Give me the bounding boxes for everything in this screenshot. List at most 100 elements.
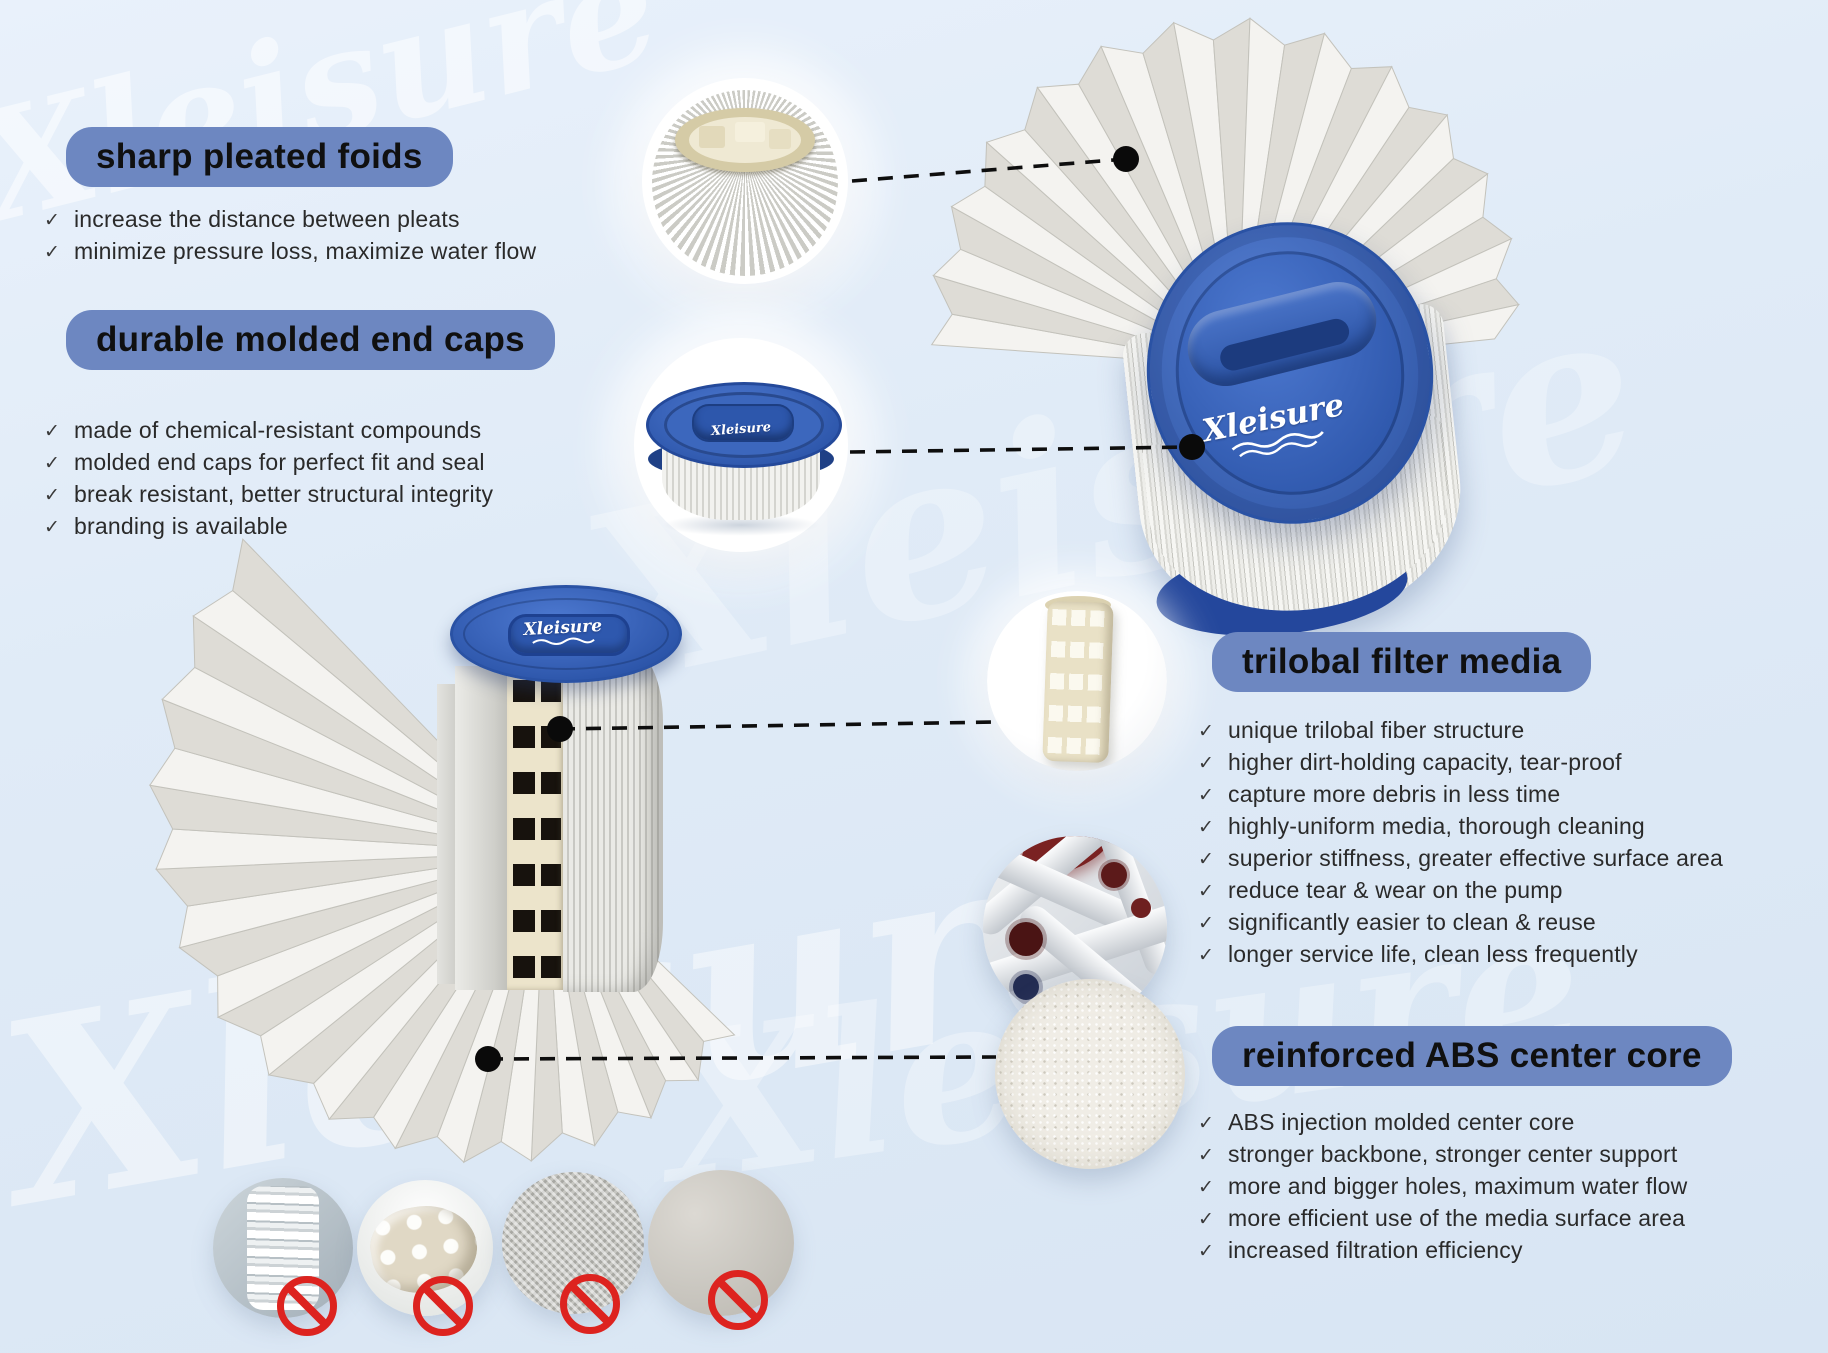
pleat-top-view-photo xyxy=(642,78,848,284)
list-item: ✓ more efficient use of the media surface… xyxy=(1198,1202,1732,1234)
bullet-text: longer service life, clean less frequent… xyxy=(1228,940,1638,967)
list-item: ✓ capture more debris in less time xyxy=(1198,778,1723,810)
list-item: ✓ made of chemical-resistant compounds xyxy=(44,414,555,446)
bullet-text: increase the distance between pleats xyxy=(74,205,460,232)
section-title: sharp pleated foids xyxy=(66,127,453,187)
list-item: ✓ higher dirt-holding capacity, tear-proo… xyxy=(1198,746,1723,778)
trilobal-core-photo xyxy=(987,591,1167,771)
list-item: ✓ increase the distance between pleats xyxy=(44,203,536,235)
bullet-text: break resistant, better structural integ… xyxy=(74,480,494,507)
check-icon: ✓ xyxy=(1198,1144,1214,1166)
logo-wave-icon xyxy=(1231,431,1324,458)
bullet-text: unique trilobal fiber structure xyxy=(1228,716,1525,743)
brand-logo: Xleisure xyxy=(1196,386,1354,468)
list-item: ✓ ABS injection molded center core xyxy=(1198,1106,1732,1138)
bullet-text: capture more debris in less time xyxy=(1228,780,1561,807)
prohibited-icon xyxy=(413,1276,473,1336)
cutaway-cartridge-body xyxy=(437,642,663,992)
feature-list: ✓ ABS injection molded center core ✓ stron… xyxy=(1198,1106,1732,1266)
check-icon: ✓ xyxy=(44,420,60,442)
feature-list: ✓ unique trilobal fiber structure ✓ higher… xyxy=(1198,714,1723,970)
check-icon: ✓ xyxy=(1198,944,1214,966)
check-icon: ✓ xyxy=(44,516,60,538)
bullet-text: increased filtration efficiency xyxy=(1228,1236,1523,1263)
list-item: ✓ minimize pressure loss, maximize water … xyxy=(44,235,536,267)
feature-list: ✓ increase the distance between pleats ✓ m… xyxy=(44,203,536,267)
core-opening xyxy=(689,117,801,163)
section-sharp-pleated-folds: sharp pleated foids ✓ increase the distan… xyxy=(44,127,536,267)
check-icon: ✓ xyxy=(1198,784,1214,806)
cap-handle xyxy=(692,404,794,442)
logo-wave-icon xyxy=(532,637,595,646)
bullet-text: more and bigger holes, maximum water flo… xyxy=(1228,1172,1688,1199)
list-item: ✓ molded end caps for perfect fit and sea… xyxy=(44,446,555,478)
bullet-text: minimize pressure loss, maximize water f… xyxy=(74,237,537,264)
microbe-particle xyxy=(1131,898,1151,918)
texture xyxy=(502,1172,644,1314)
check-icon: ✓ xyxy=(1198,1112,1214,1134)
bullet-text: ABS injection molded center core xyxy=(1228,1108,1575,1135)
prohibited-icon xyxy=(277,1276,337,1336)
bullet-text: significantly easier to clean & reuse xyxy=(1228,908,1596,935)
cutaway-cartridge-cap xyxy=(450,585,682,683)
small-cartridge-photo: Xleisure xyxy=(634,338,848,552)
check-icon: ✓ xyxy=(44,241,60,263)
check-icon: ✓ xyxy=(1198,720,1214,742)
list-item: ✓ branding is available xyxy=(44,510,555,542)
bullet-text: more efficient use of the media surface … xyxy=(1228,1204,1686,1231)
list-item: ✓ significantly easier to clean & reuse xyxy=(1198,906,1723,938)
prohibited-icon xyxy=(708,1270,768,1330)
cap-ring xyxy=(463,598,669,670)
competitor-perforated-core-photo xyxy=(357,1180,493,1336)
competitor-woven-fabric-photo xyxy=(502,1172,644,1334)
pleated-media-side xyxy=(563,652,663,992)
list-item: ✓ break resistant, better structural inte… xyxy=(44,478,555,510)
section-title: reinforced ABS center core xyxy=(1212,1026,1732,1086)
check-icon: ✓ xyxy=(1198,1240,1214,1262)
bullet-text: superior stiffness, greater effective su… xyxy=(1228,844,1723,871)
competitor-spiral-core-photo xyxy=(213,1178,353,1336)
section-durable-molded-end-caps: durable molded end caps ✓ made of chemica… xyxy=(44,310,555,542)
competitor-fiber-media-photo xyxy=(648,1170,794,1330)
cap-inner-ring xyxy=(664,392,824,458)
bullet-text: branding is available xyxy=(74,512,288,539)
list-item: ✓ superior stiffness, greater effective s… xyxy=(1198,842,1723,874)
section-title: durable molded end caps xyxy=(66,310,555,370)
feature-list: ✓ made of chemical-resistant compounds ✓ m… xyxy=(44,414,555,542)
list-item: ✓ stronger backbone, stronger center supp… xyxy=(1198,1138,1732,1170)
bullet-text: stronger backbone, stronger center suppo… xyxy=(1228,1140,1678,1167)
check-icon: ✓ xyxy=(1198,912,1214,934)
check-icon: ✓ xyxy=(1198,752,1214,774)
brand-logo: Xleisure xyxy=(505,615,620,651)
section-reinforced-abs-center-core: reinforced ABS center core ✓ ABS injectio… xyxy=(1198,1026,1732,1266)
list-item: ✓ more and bigger holes, maximum water fl… xyxy=(1198,1170,1732,1202)
pleat-cut-block xyxy=(455,666,511,990)
list-item: ✓ unique trilobal fiber structure xyxy=(1198,714,1723,746)
section-trilobal-filter-media: trilobal filter media ✓ unique trilobal f… xyxy=(1198,632,1723,970)
check-icon: ✓ xyxy=(1198,880,1214,902)
shadow xyxy=(662,514,820,536)
perforated-core xyxy=(1042,600,1114,764)
list-item: ✓ increased filtration efficiency xyxy=(1198,1234,1732,1266)
list-item: ✓highly-uniform media, thorough cleaning xyxy=(1198,810,1723,842)
list-item: ✓ reduce tear & wear on the pump xyxy=(1198,874,1723,906)
check-icon: ✓ xyxy=(44,484,60,506)
bullet-text: reduce tear & wear on the pump xyxy=(1228,876,1563,903)
check-icon: ✓ xyxy=(1198,1208,1214,1230)
microbe-particle xyxy=(1101,862,1127,888)
check-icon: ✓ xyxy=(44,452,60,474)
cap-recess xyxy=(508,614,630,656)
check-icon: ✓ xyxy=(1198,816,1214,838)
filter-fabric-photo xyxy=(995,979,1185,1169)
bullet-text: molded end caps for perfect fit and seal xyxy=(74,448,485,475)
microbe-particle xyxy=(1009,922,1043,956)
check-icon: ✓ xyxy=(44,209,60,231)
check-icon: ✓ xyxy=(1198,1176,1214,1198)
bullet-text: made of chemical-resistant compounds xyxy=(74,416,482,443)
bullet-text: higher dirt-holding capacity, tear-proof xyxy=(1228,748,1622,775)
list-item: ✓ longer service life, clean less frequen… xyxy=(1198,938,1723,970)
prohibited-icon xyxy=(560,1274,620,1334)
check-icon: ✓ xyxy=(1198,848,1214,870)
section-title: trilobal filter media xyxy=(1212,632,1592,692)
